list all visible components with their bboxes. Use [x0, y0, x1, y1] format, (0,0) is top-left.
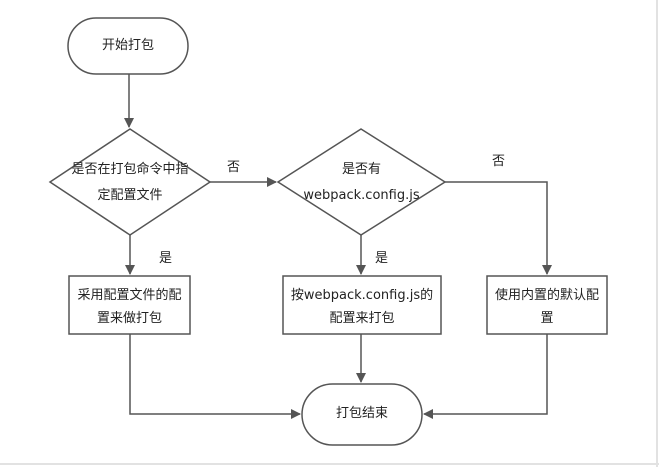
edge-left-box-to-end [129, 334, 301, 419]
edge-label-d2-no: 否 [492, 154, 506, 169]
frame-bottom-edge [0, 463, 659, 465]
box-middle-label-line2: 配置来打包 [329, 311, 395, 326]
decision1-label-line1: 是否在打包命令中指 [71, 162, 189, 177]
edge-label-d1-no: 否 [227, 160, 241, 175]
box-use-default-config [486, 275, 608, 335]
edge-label-d2-yes: 是 [375, 251, 389, 266]
start-terminal [67, 17, 189, 75]
decision1-label-line2: 定配置文件 [97, 188, 163, 203]
end-terminal [301, 383, 423, 446]
edge-right-box-to-end [423, 334, 548, 419]
box-right-label-line1: 使用内置的默认配 [494, 288, 599, 303]
box-middle-label-line1: 按webpack.config.js的 [290, 288, 434, 303]
box-use-config-file [68, 275, 191, 335]
edge-decision2-no [445, 181, 552, 275]
end-label: 打包结束 [335, 406, 388, 421]
box-use-webpack-config [282, 275, 442, 335]
start-label: 开始打包 [101, 38, 154, 53]
box-left-label-line1: 采用配置文件的配 [77, 288, 182, 303]
box-left-label-line2: 置来做打包 [96, 311, 162, 326]
edge-label-d1-yes: 是 [159, 251, 173, 266]
decision2-label-line1: 是否有 [341, 162, 381, 177]
frame-right-edge [656, 0, 658, 467]
box-right-label-line2: 置 [540, 311, 554, 326]
decision2-label-line2: webpack.config.js [303, 188, 420, 203]
